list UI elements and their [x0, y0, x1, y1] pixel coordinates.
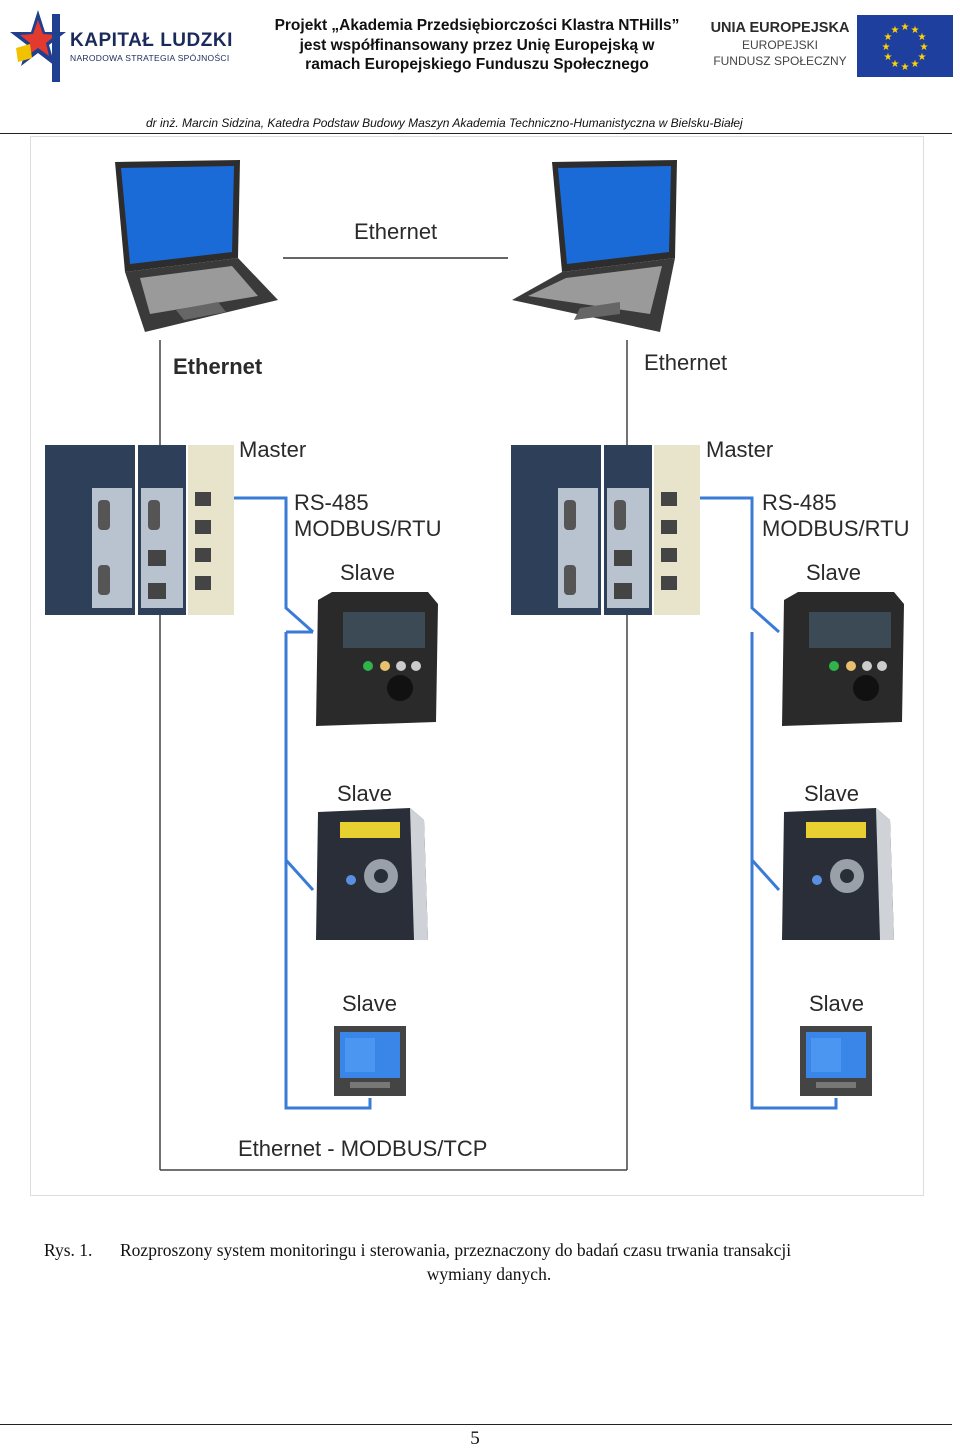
logo-subtitle: NARODOWA STRATEGIA SPÓJNOŚCI	[70, 53, 230, 63]
svg-text:★: ★	[918, 52, 927, 63]
caption-number: Rys. 1.	[44, 1240, 93, 1260]
svg-text:★: ★	[884, 52, 893, 63]
meter-slave-3-right-icon	[800, 1026, 872, 1096]
relay-slave-2-left-icon	[316, 808, 428, 940]
label-master-left: Master	[239, 437, 307, 462]
network-diagram	[45, 160, 904, 1171]
label-slave-1-right: Slave	[806, 560, 862, 585]
plc-master-right-icon	[511, 445, 700, 615]
svg-text:★: ★	[918, 32, 927, 43]
label-ethernet-top: Ethernet	[354, 219, 438, 244]
header-divider	[0, 133, 952, 134]
relay-slave-2-right-icon	[782, 808, 894, 940]
label-slave-2-right: Slave	[804, 781, 860, 806]
svg-text:★: ★	[901, 62, 910, 73]
caption-text-line-1: Rozproszony system monitoringu i sterowa…	[120, 1240, 792, 1260]
plc-master-left-icon	[45, 445, 234, 615]
project-funding-text: Projekt „Akademia Przedsiębiorczości Kla…	[274, 17, 680, 73]
laptop-left-icon	[115, 160, 278, 332]
relay-slave-1-left-icon	[316, 592, 438, 726]
caption-text-line-2: wymiany danych.	[426, 1264, 552, 1284]
svg-text:★: ★	[920, 42, 929, 53]
label-master-right: Master	[706, 437, 774, 462]
svg-text:★: ★	[891, 59, 900, 70]
svg-text:★: ★	[882, 42, 891, 53]
label-modbus-rtu-left: MODBUS/RTU	[294, 516, 442, 541]
svg-text:★: ★	[901, 22, 910, 33]
eu-flag-icon: ★★★ ★★★ ★★★ ★★★	[857, 15, 953, 77]
meter-slave-3-left-icon	[334, 1026, 406, 1096]
logo-title: KAPITAŁ LUDZKI	[70, 30, 233, 51]
label-ethernet-left: Ethernet	[173, 354, 263, 379]
label-rs485-right: RS-485	[762, 490, 837, 515]
label-rs485-left: RS-485	[294, 490, 369, 515]
page-number: 5	[470, 1428, 480, 1449]
kapital-ludzki-logo	[8, 6, 248, 84]
eu-subtitle-1: EUROPEJSKI	[741, 38, 819, 52]
relay-slave-1-right-icon	[782, 592, 904, 726]
laptop-right-icon	[512, 160, 677, 332]
svg-text:★: ★	[911, 25, 920, 36]
eu-title: UNIA EUROPEJSKA	[710, 20, 850, 36]
rs485-line-right	[672, 496, 780, 634]
label-modbus-rtu-right: MODBUS/RTU	[762, 516, 910, 541]
label-ethernet-modbus-tcp: Ethernet - MODBUS/TCP	[238, 1136, 488, 1161]
footer-divider	[0, 1424, 952, 1425]
label-ethernet-right: Ethernet	[644, 350, 728, 375]
svg-text:★: ★	[911, 59, 920, 70]
svg-text:★: ★	[884, 32, 893, 43]
label-slave-2-left: Slave	[337, 781, 393, 806]
rs485-line-left	[206, 496, 314, 634]
eu-subtitle-2: FUNDUSZ SPOŁECZNY	[713, 54, 847, 68]
star-logo-icon	[10, 10, 66, 84]
figure-frame	[30, 136, 924, 1196]
label-slave-3-left: Slave	[342, 991, 398, 1016]
label-slave-1-left: Slave	[340, 560, 396, 585]
author-line: dr inż. Marcin Sidzina, Katedra Podstaw …	[146, 116, 743, 130]
svg-text:★: ★	[891, 25, 900, 36]
label-slave-3-right: Slave	[809, 991, 865, 1016]
